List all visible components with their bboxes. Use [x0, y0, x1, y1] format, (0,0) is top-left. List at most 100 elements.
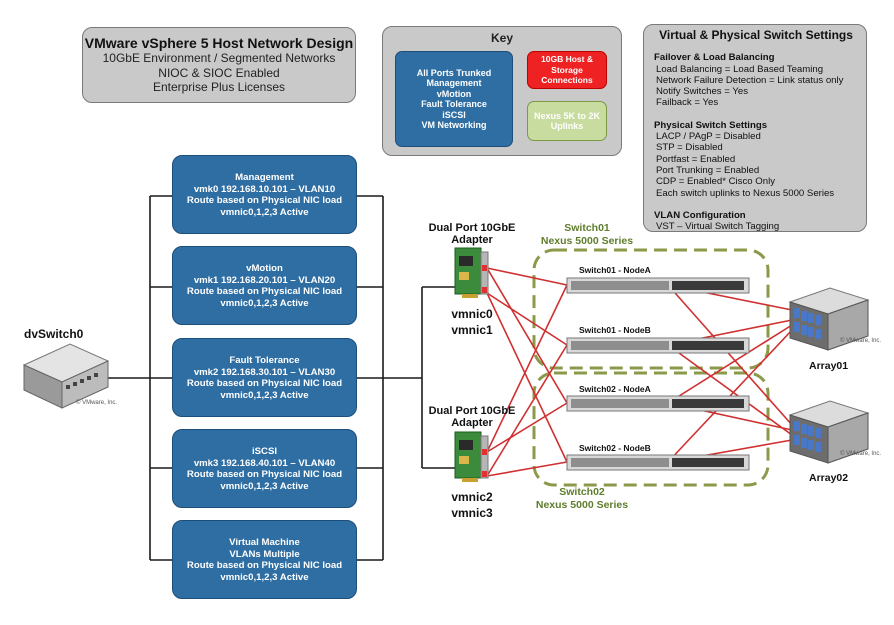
adapter-2-title-line-2: Adapter — [451, 417, 493, 429]
switch01-group-outline — [532, 248, 770, 370]
portgroup-line: vmk2 192.168.30.101 – VLAN30 — [193, 366, 336, 378]
settings-line: STP = Disabled — [656, 142, 723, 154]
portgroup-line: iSCSI — [251, 446, 278, 457]
portgroup-virtual-machine: Virtual Machine VLANs Multiple Route bas… — [172, 520, 357, 599]
portgroup-line: Route based on Physical NIC load — [186, 469, 343, 481]
key-red-swatch: 10GB Host & Storage Connections — [527, 51, 607, 89]
settings-line: Load Balancing = Load Based Teaming — [656, 63, 824, 75]
title-subline-3: Enterprise Plus Licenses — [152, 80, 286, 94]
switch02-nodeb-device — [566, 454, 750, 471]
key-green-swatch: Nexus 5K to 2K Uplinks — [527, 101, 607, 141]
switch02-nodea-device — [566, 395, 750, 412]
portgroup-line: vmnic0,1,2,3 Active — [220, 571, 309, 583]
portgroup-line: Management — [235, 172, 294, 183]
settings-title: Virtual & Physical Switch Settings — [659, 28, 853, 42]
portgroup-line: Route based on Physical NIC load — [186, 560, 343, 572]
settings-line: Notify Switches = Yes — [656, 86, 748, 98]
portgroup-line: vmk3 192.168.40.101 – VLAN40 — [193, 457, 336, 469]
settings-line: Portfast = Enabled — [656, 153, 736, 165]
array02-device — [788, 400, 870, 464]
portgroup-line: vmk1 192.168.20.101 – VLAN20 — [193, 274, 336, 286]
switch-node-label: Switch02 - NodeA — [579, 384, 651, 394]
portgroup-line: vmnic0,1,2,3 Active — [220, 206, 309, 218]
key-blue-line-3: vMotion — [436, 88, 472, 99]
portgroup-vmotion: vMotion vmk1 192.168.20.101 – VLAN20 Rou… — [172, 246, 357, 325]
adapter-1-title-line-2: Adapter — [451, 234, 493, 246]
portgroup-line: Route based on Physical NIC load — [186, 286, 343, 298]
adapter-2-nics: vmnic2 vmnic3 — [442, 489, 502, 521]
switch-node-label: Switch01 - NodeB — [579, 325, 651, 335]
key-box: Key All Ports Trunked Management vMotion… — [382, 26, 622, 156]
key-red-line-1: 10GB Host & — [541, 54, 593, 65]
portgroup-iscsi: iSCSI vmk3 192.168.40.101 – VLAN40 Route… — [172, 429, 357, 508]
key-blue-line-1: All Ports Trunked — [416, 67, 492, 78]
portgroup-line: vMotion — [246, 263, 283, 274]
settings-failover-heading: Failover & Load Balancing — [654, 52, 775, 64]
key-green-line-1: Nexus 5K to 2K — [533, 110, 601, 121]
portgroup-management: Management vmk0 192.168.10.101 – VLAN10 … — [172, 155, 357, 234]
key-red-line-2: Storage — [551, 64, 583, 75]
settings-box: Virtual & Physical Switch Settings Failo… — [643, 24, 867, 232]
switch01-nodea-device — [566, 277, 750, 294]
settings-vlan-heading: VLAN Configuration — [654, 209, 746, 221]
key-blue-line-4: Fault Tolerance — [421, 99, 487, 109]
portgroup-line: Route based on Physical NIC load — [186, 195, 343, 207]
array01-label: Array01 — [809, 360, 849, 372]
adapter-1-title-line-1: Dual Port 10GbE — [428, 222, 516, 234]
vmnic-label: vmnic3 — [451, 506, 493, 520]
portgroup-line: Virtual Machine — [229, 537, 300, 548]
settings-line: LACP / PAgP = Disabled — [656, 131, 761, 143]
array01-device — [788, 287, 870, 351]
key-blue-line-5: iSCSI — [442, 109, 466, 120]
settings-line: Port Trunking = Enabled — [656, 164, 760, 176]
dvswitch-device — [22, 343, 110, 409]
adapter-bracket — [357, 195, 455, 561]
vmnic-label: vmnic0 — [451, 307, 493, 321]
portgroup-line: Fault Tolerance — [229, 355, 300, 366]
diagram-title: VMware vSphere 5 Host Network Design — [84, 35, 354, 51]
settings-physical-heading: Physical Switch Settings — [654, 119, 768, 131]
portgroup-line: Route based on Physical NIC load — [186, 378, 343, 390]
portgroup-fault-tolerance: Fault Tolerance vmk2 192.168.30.101 – VL… — [172, 338, 357, 417]
settings-line: Each switch uplinks to Nexus 5000 Series — [656, 187, 835, 199]
portgroup-line: vmnic0,1,2,3 Active — [220, 297, 309, 309]
adapter-2-title-line-1: Dual Port 10GbE — [428, 405, 516, 417]
switch01-group-label: Switch01 Nexus 5000 Series — [527, 222, 647, 248]
key-blue-line-2: Management — [426, 78, 482, 88]
portgroup-line: vmnic0,1,2,3 Active — [220, 389, 309, 401]
settings-line: CDP = Enabled* Cisco Only — [656, 176, 776, 188]
settings-line: VST – Virtual Switch Tagging — [656, 221, 780, 233]
portgroup-line: VLANs Multiple — [229, 548, 300, 560]
portgroup-line: vmk0 192.168.10.101 – VLAN10 — [193, 183, 336, 195]
portgroup-line: vmnic0,1,2,3 Active — [220, 480, 309, 492]
switch02-group-outline — [532, 371, 770, 487]
key-blue-line-6: VM Networking — [421, 120, 487, 130]
host-links — [486, 267, 793, 477]
key-title: Key — [490, 31, 513, 45]
title-box: VMware vSphere 5 Host Network Design 10G… — [82, 27, 356, 103]
settings-gap — [654, 109, 858, 120]
switch01-nodeb-device — [566, 337, 750, 354]
settings-gap — [654, 199, 858, 210]
array02-label: Array02 — [809, 472, 849, 484]
settings-line: Failback = Yes — [656, 97, 719, 109]
array01-watermark: © VMware, Inc. — [840, 338, 882, 344]
vmnic-label: vmnic2 — [451, 490, 493, 504]
switch-group-series: Nexus 5000 Series — [535, 499, 629, 511]
title-subline-1: 10GbE Environment / Segmented Networks — [102, 51, 336, 65]
switch-group-name: Switch01 — [564, 222, 610, 234]
switch-node-label: Switch02 - NodeB — [579, 443, 651, 453]
vmnic-label: vmnic1 — [451, 323, 493, 337]
adapter-1-nics: vmnic0 vmnic1 — [442, 306, 502, 338]
dvswitch-label: dvSwitch0 — [24, 327, 84, 341]
switch-group-name: Switch02 — [559, 486, 605, 498]
dvswitch-bracket — [108, 195, 172, 561]
switch02-group-label: Switch02 Nexus 5000 Series — [522, 486, 642, 512]
dvswitch-watermark: © VMware, Inc. — [76, 400, 118, 406]
adapter-2-title: Dual Port 10GbE Adapter — [427, 405, 517, 429]
array02-watermark: © VMware, Inc. — [840, 451, 882, 457]
key-green-line-2: Uplinks — [550, 121, 584, 131]
adapter-1-title: Dual Port 10GbE Adapter — [427, 222, 517, 246]
